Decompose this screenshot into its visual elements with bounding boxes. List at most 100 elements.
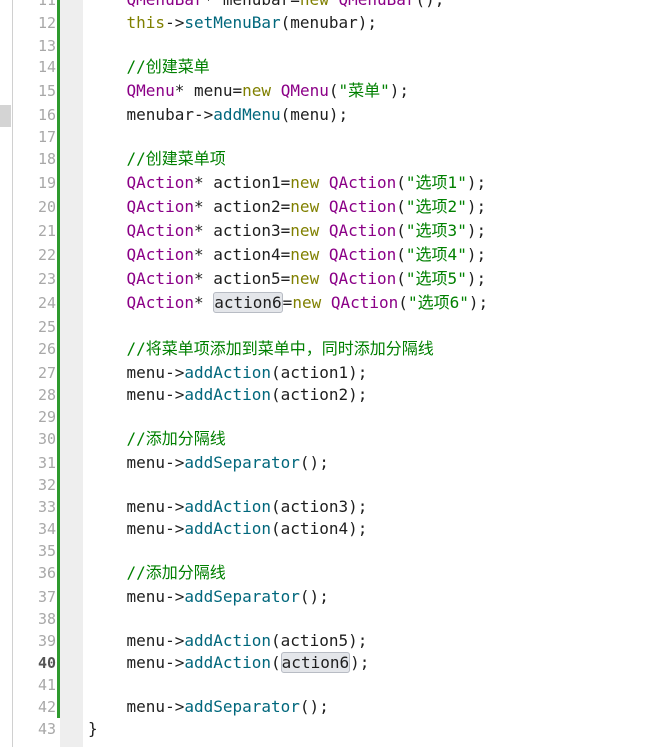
code-line[interactable]: 36 //添加分隔线 — [0, 562, 665, 584]
code-text[interactable]: QAction* action4=new QAction("选项4"); — [88, 244, 487, 266]
code-text[interactable]: QAction* action1=new QAction("选项1"); — [88, 172, 487, 194]
code-token: * — [193, 293, 214, 312]
code-line[interactable]: 27 menu->addAction(action1); — [0, 362, 665, 384]
code-token: QAction — [126, 197, 194, 216]
code-line[interactable]: 19 QAction* action1=new QAction("选项1"); — [0, 172, 665, 194]
code-line[interactable]: 26 //将菜单项添加到菜单中，同时添加分隔线 — [0, 338, 665, 360]
line-number: 43 — [37, 720, 56, 738]
code-line[interactable]: 41 — [0, 674, 665, 696]
code-line[interactable]: 14 //创建菜单 — [0, 56, 665, 78]
code-text[interactable]: //创建菜单项 — [88, 148, 226, 170]
code-token: QAction — [126, 245, 194, 264]
code-token: ); — [466, 197, 487, 216]
code-text[interactable]: menu->addSeparator(); — [88, 586, 329, 608]
code-line[interactable]: 17 — [0, 126, 665, 148]
code-token: ); — [468, 293, 489, 312]
code-line[interactable]: 40 menu->addAction(action6); — [0, 652, 665, 674]
code-token: (); — [416, 0, 445, 9]
code-token: QAction — [328, 221, 397, 240]
code-token: addAction — [184, 385, 272, 404]
fold-margin[interactable] — [60, 0, 83, 747]
line-number: 31 — [37, 454, 56, 472]
code-line[interactable]: 33 menu->addAction(action3); — [0, 496, 665, 518]
code-token: (menubar); — [280, 13, 377, 32]
code-line[interactable]: 12 this->setMenuBar(menubar); — [0, 12, 665, 34]
code-line[interactable]: 42 menu->addSeparator(); — [0, 696, 665, 718]
code-token — [271, 81, 281, 100]
code-token — [88, 245, 127, 264]
code-line[interactable]: 13 — [0, 35, 665, 57]
code-token — [319, 221, 329, 240]
code-token: addMenu — [213, 105, 281, 124]
code-text[interactable]: } — [88, 718, 98, 740]
code-token — [88, 293, 127, 312]
code-line[interactable]: 38 — [0, 608, 665, 630]
code-line[interactable]: 24 QAction* action6=new QAction("选项6"); — [0, 292, 665, 314]
code-line[interactable]: 30 //添加分隔线 — [0, 428, 665, 450]
code-text[interactable]: //创建菜单 — [88, 56, 210, 78]
line-number: 13 — [37, 37, 56, 55]
code-token: menu-> — [88, 519, 185, 538]
code-line[interactable]: 18 //创建菜单项 — [0, 148, 665, 170]
code-line[interactable]: 34 menu->addAction(action4); — [0, 518, 665, 540]
code-text[interactable]: menu->addAction(action2); — [88, 384, 368, 406]
code-text[interactable]: menu->addAction(action3); — [88, 496, 368, 518]
code-text[interactable]: QAction* action3=new QAction("选项3"); — [88, 220, 487, 242]
line-number: 12 — [37, 14, 56, 32]
modified-lines-bar — [57, 0, 60, 718]
code-token: ); — [466, 221, 487, 240]
code-line[interactable]: 29 — [0, 406, 665, 428]
code-line[interactable]: 11 QMenuBar* menubar=new QMenuBar(); — [0, 0, 665, 11]
code-line[interactable]: 35 — [0, 540, 665, 562]
symbol-highlight: action6 — [280, 652, 351, 673]
code-token: addAction — [184, 497, 272, 516]
code-text[interactable]: QAction* action6=new QAction("选项6"); — [88, 292, 488, 314]
code-line[interactable]: 25 — [0, 316, 665, 338]
code-text[interactable]: QAction* action2=new QAction("选项2"); — [88, 196, 487, 218]
code-line[interactable]: 22 QAction* action4=new QAction("选项4"); — [0, 244, 665, 266]
code-line[interactable]: 32 — [0, 474, 665, 496]
code-text[interactable]: menu->addSeparator(); — [88, 452, 329, 474]
code-token: //将菜单项添加到菜单中，同时添加分隔线 — [126, 339, 434, 358]
code-text[interactable]: QMenuBar* menubar=new QMenuBar(); — [88, 0, 445, 11]
code-text[interactable]: //添加分隔线 — [88, 562, 226, 584]
code-token: "选项3" — [405, 221, 467, 240]
code-text[interactable]: QMenu* menu=new QMenu("菜单"); — [88, 80, 410, 102]
line-number: 23 — [37, 270, 56, 288]
code-text[interactable]: menu->addAction(action5); — [88, 630, 368, 652]
code-line[interactable]: 23 QAction* action5=new QAction("选项5"); — [0, 268, 665, 290]
code-text[interactable]: menu->addAction(action4); — [88, 518, 368, 540]
code-token: QAction — [126, 173, 194, 192]
code-text[interactable]: this->setMenuBar(menubar); — [88, 12, 377, 34]
code-text[interactable]: menu->addAction(action6); — [88, 652, 369, 674]
code-token: menu-> — [88, 653, 185, 672]
code-text[interactable]: menu->addAction(action1); — [88, 362, 368, 384]
code-text[interactable]: //添加分隔线 — [88, 428, 226, 450]
code-line[interactable]: 37 menu->addSeparator(); — [0, 586, 665, 608]
code-token: ( — [328, 81, 339, 100]
code-text[interactable]: //将菜单项添加到菜单中，同时添加分隔线 — [88, 338, 434, 360]
code-line[interactable]: 20 QAction* action2=new QAction("选项2"); — [0, 196, 665, 218]
code-token: (action3); — [271, 497, 368, 516]
code-line[interactable]: 28 menu->addAction(action2); — [0, 384, 665, 406]
code-token: "选项4" — [405, 245, 467, 264]
code-token — [88, 0, 127, 9]
code-line[interactable]: 16 menubar->addMenu(menu); — [0, 104, 665, 126]
code-token: new — [292, 293, 322, 312]
code-text[interactable]: menu->addSeparator(); — [88, 696, 329, 718]
code-token — [88, 149, 127, 168]
code-text[interactable]: menubar->addMenu(menu); — [88, 104, 349, 126]
code-text[interactable]: QAction* action5=new QAction("选项5"); — [88, 268, 487, 290]
code-token: } — [88, 719, 98, 738]
code-line[interactable]: 21 QAction* action3=new QAction("选项3"); — [0, 220, 665, 242]
code-line[interactable]: 43} — [0, 718, 665, 740]
code-line[interactable]: 15 QMenu* menu=new QMenu("菜单"); — [0, 80, 665, 102]
code-token: "选项5" — [405, 269, 467, 288]
code-token: addAction — [184, 631, 272, 650]
code-token: QAction — [328, 173, 397, 192]
code-token: QMenu — [126, 81, 175, 100]
code-token: ( — [396, 173, 406, 192]
code-line[interactable]: 31 menu->addSeparator(); — [0, 452, 665, 474]
code-line[interactable]: 39 menu->addAction(action5); — [0, 630, 665, 652]
